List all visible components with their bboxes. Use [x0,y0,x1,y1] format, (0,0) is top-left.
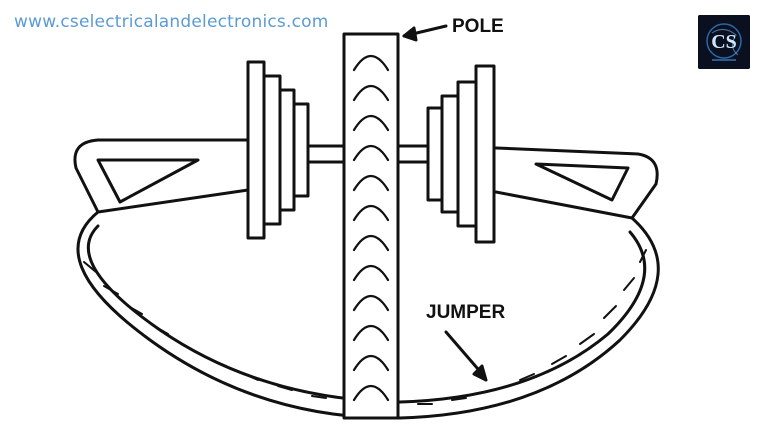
left-insulator-disc-4 [292,102,310,198]
cs-logo-graphic: CS [698,15,750,69]
left-crossarm [304,144,348,164]
left-insulator-disc-1 [246,60,266,240]
right-insulator-disc-1 [426,106,444,202]
jumper-arrow-head [472,364,488,382]
right-jumper-loop [494,146,659,220]
watermark-url: www.cselectricalandelectronics.com [14,12,329,32]
pole-texture [352,54,390,402]
left-jumper-loop [73,138,250,214]
pole [342,32,400,420]
cs-logo-icon: CS [698,15,750,69]
jumper-cable-outer [76,210,660,420]
pole-arrow-head [402,26,418,42]
right-insulator-disc-2 [440,94,460,214]
logo-text: CS [711,31,737,53]
right-jumper-loop-inner [534,162,630,202]
right-insulator-disc-4 [474,64,496,244]
left-jumper-loop-inner [96,158,200,204]
jumper-label: JUMPER [426,302,505,323]
right-crossarm [396,144,432,164]
jumper-cable-inner [87,224,647,404]
right-insulator-disc-3 [456,80,478,228]
pole-label: POLE [452,16,504,37]
left-insulator-disc-2 [262,74,282,226]
left-insulator-disc-3 [278,88,296,212]
